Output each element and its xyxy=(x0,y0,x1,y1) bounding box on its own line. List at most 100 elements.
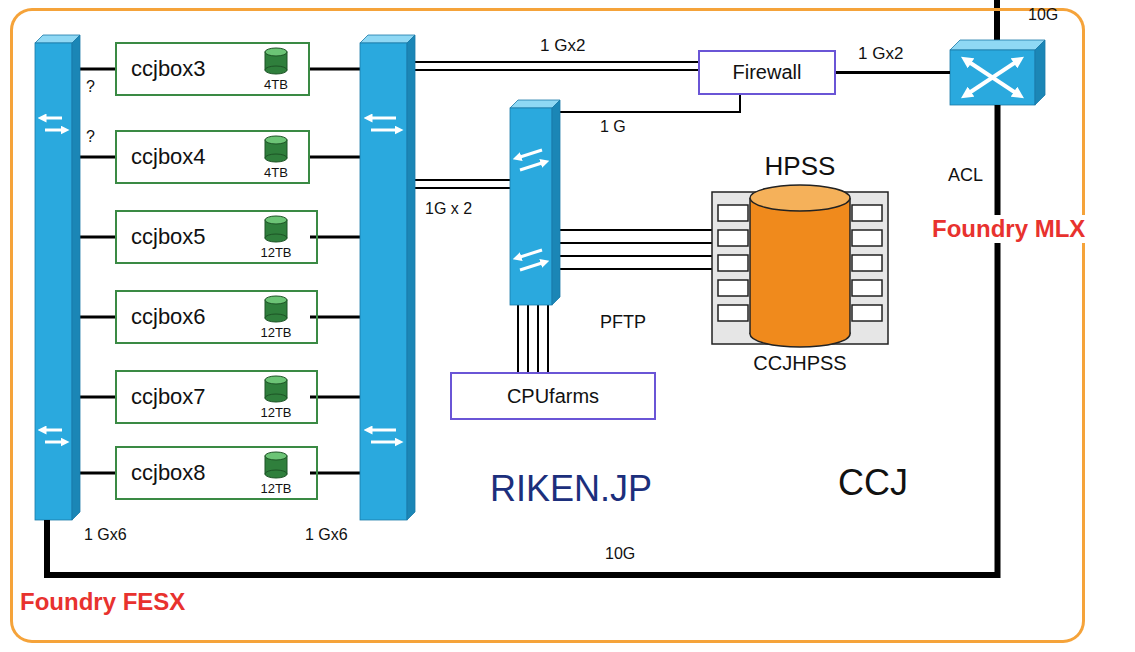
cpu-farm-box: CPUfarms xyxy=(450,372,656,420)
switch-symbol xyxy=(510,100,560,108)
router-arrow xyxy=(966,60,1019,95)
switch-symbol xyxy=(360,35,415,43)
node-subtitle: 12TB xyxy=(260,246,291,261)
storage-system xyxy=(718,255,748,271)
node-title: ccjbox4 xyxy=(131,144,206,169)
link-speed: 1 Gx2 xyxy=(858,44,903,64)
link-label: 10G xyxy=(1028,6,1058,24)
node-subtitle: 12TB xyxy=(260,406,291,421)
switch-arrow xyxy=(371,129,399,132)
network-wire xyxy=(80,156,115,159)
switch-symbol xyxy=(510,100,560,305)
network-wire xyxy=(537,305,539,372)
disk-symbol xyxy=(265,136,287,144)
network-wire xyxy=(80,316,115,319)
disk-symbol xyxy=(265,314,287,322)
network-wire xyxy=(80,68,115,71)
network-wire xyxy=(560,255,712,257)
storage-system xyxy=(852,230,882,246)
switch-arrow xyxy=(520,162,545,170)
network-wire xyxy=(547,305,549,372)
network-wire xyxy=(415,69,698,71)
router-symbol xyxy=(950,40,1045,50)
storage-system xyxy=(849,198,851,334)
node-subtitle: CCJ xyxy=(838,462,908,503)
network-wire xyxy=(415,187,510,189)
network-wire xyxy=(560,242,712,244)
node-title: ccjbox6 xyxy=(131,304,206,329)
node-title: ccjbox5 xyxy=(131,224,206,249)
storage-system xyxy=(718,205,748,221)
switch-arrow xyxy=(42,429,62,432)
router-symbol xyxy=(1035,40,1045,105)
switch-arrow xyxy=(45,129,65,132)
node-subtitle: 4TB xyxy=(264,166,288,181)
router-arrow xyxy=(966,60,1019,95)
switch-arrow xyxy=(368,429,396,432)
storage-system xyxy=(750,185,850,211)
network-wire xyxy=(80,472,115,475)
server-box: ccjbox5 12TB xyxy=(115,210,318,264)
link-label: 1 G xyxy=(600,118,626,136)
switch-arrow xyxy=(517,150,545,270)
node-title: ccjbox3 xyxy=(131,56,206,81)
network-wire xyxy=(527,305,529,372)
server-box: ccjbox34TB xyxy=(115,42,310,96)
router-symbol xyxy=(950,50,1035,105)
disk-symbol xyxy=(265,376,287,384)
network-wire xyxy=(80,236,115,239)
link-label: 1 Gx2 xyxy=(540,36,585,56)
link-label: 1 Gx6 xyxy=(84,526,127,544)
link-speed: 10G xyxy=(605,545,635,563)
storage-system xyxy=(852,305,882,321)
disk-symbol xyxy=(265,470,287,478)
switch-arrow xyxy=(45,441,65,444)
storage-system xyxy=(852,205,882,221)
switch-symbol xyxy=(407,35,415,520)
disk-symbol xyxy=(265,154,287,162)
node-subtitle: 12TB xyxy=(260,482,291,497)
core-router: ACLFoundry MLX xyxy=(950,40,1045,105)
disk-symbol xyxy=(265,452,287,460)
switch-arrow xyxy=(42,117,62,120)
switch-arrow xyxy=(368,117,396,120)
storage-system xyxy=(718,305,748,321)
server-box: ccjbox8 12TB xyxy=(115,446,318,500)
storage-node: HPSSCCJHPSS xyxy=(700,150,900,378)
switch-symbol xyxy=(360,43,407,520)
network-wire xyxy=(517,305,519,372)
site-region: RIKEN.JPCCJFoundry FESXccjbox34TBccjbox4… xyxy=(10,8,1085,643)
switch-arrow xyxy=(42,118,65,442)
node-title: RIKEN.JP xyxy=(490,468,652,509)
link-label: 1 Gx6 xyxy=(305,526,348,544)
node-title: ccjbox8 xyxy=(131,460,206,485)
network-link xyxy=(836,71,950,74)
network-link xyxy=(47,105,998,575)
storage-system xyxy=(852,255,882,271)
node-title: Firewall xyxy=(700,61,834,84)
switch-symbol xyxy=(35,43,72,520)
node-title: ccjbox7 xyxy=(131,384,206,409)
network-wire xyxy=(415,62,740,372)
network-wire xyxy=(560,229,712,231)
storage-system xyxy=(750,198,850,334)
storage-system xyxy=(712,192,888,344)
disk-symbol xyxy=(265,216,287,224)
link-label: ? xyxy=(86,78,95,96)
server-box: ccjbox4 4TB xyxy=(115,130,310,184)
disk-symbol xyxy=(265,66,287,74)
switch-symbol xyxy=(35,35,80,520)
storage-system xyxy=(718,280,748,296)
disk-symbol xyxy=(265,296,287,304)
switch-symbol xyxy=(72,35,80,520)
server-box: ccjbox612TB xyxy=(115,290,318,344)
switch-arrow xyxy=(517,150,542,158)
network-wire xyxy=(80,396,115,399)
network-wire xyxy=(560,95,740,112)
switch-arrow xyxy=(368,118,399,442)
switch-arrow xyxy=(371,441,399,444)
node-title: ACL xyxy=(946,165,985,186)
uplink-wire xyxy=(994,0,1000,42)
network-wire xyxy=(310,156,360,159)
